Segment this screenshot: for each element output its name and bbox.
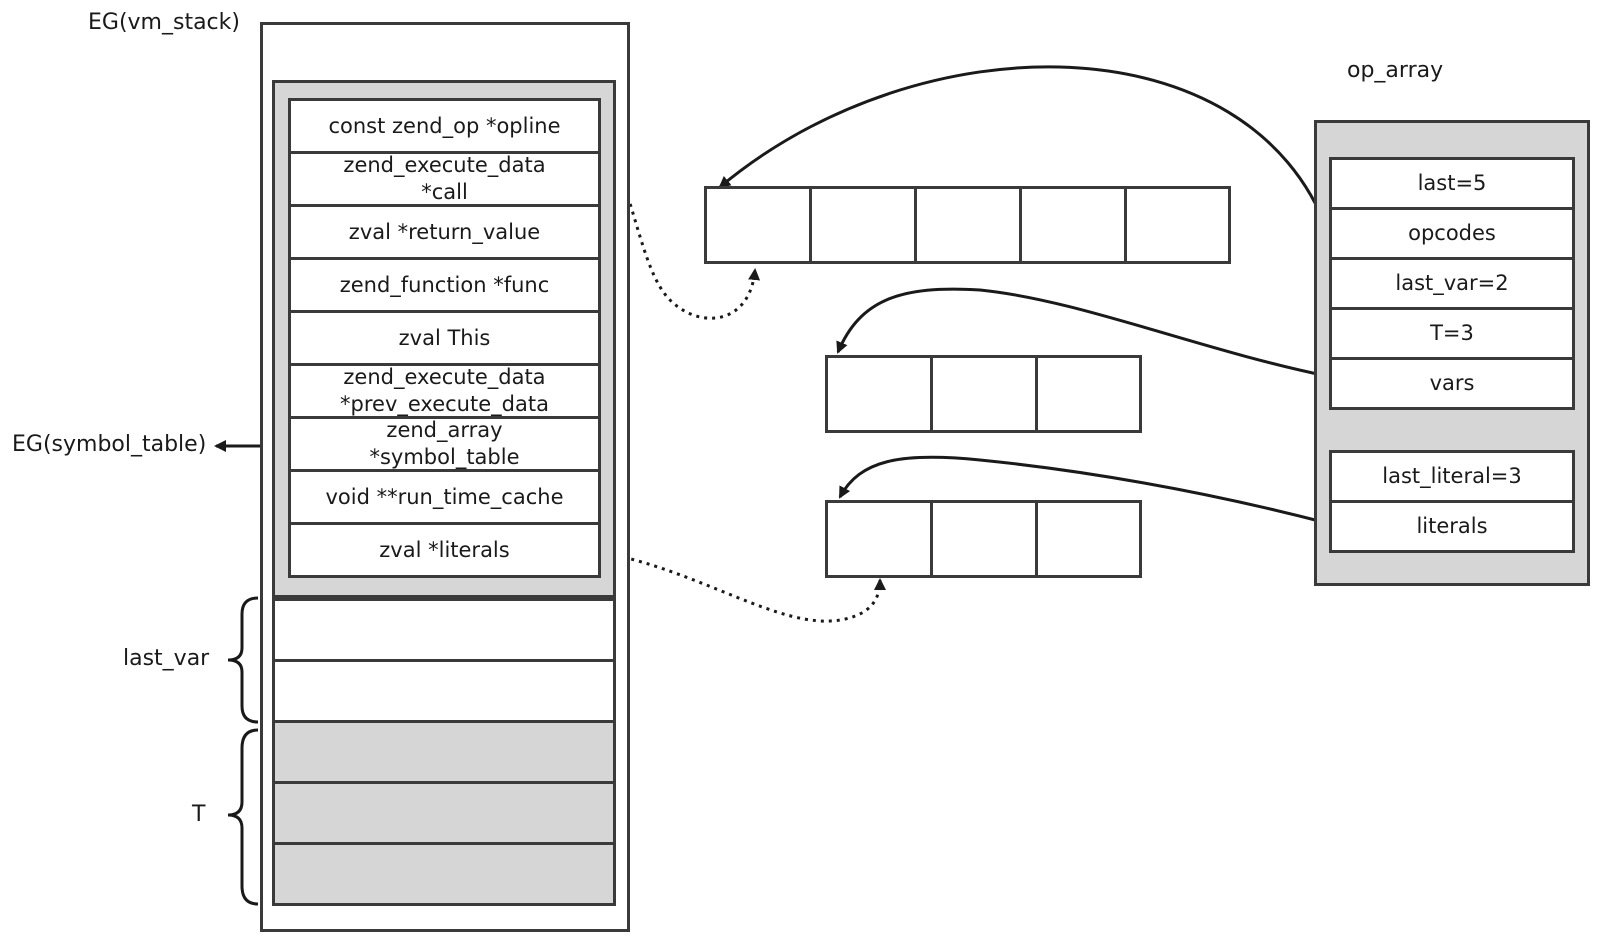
literals-array-cell (825, 500, 933, 578)
opline-dotted-arrow (598, 129, 761, 320)
op-array-label: op_array (1347, 58, 1444, 83)
field-run-time-cache: void **run_time_cache (288, 469, 601, 525)
op-array-field-literals: literals (1329, 500, 1575, 553)
field-this: zval This (288, 310, 601, 366)
opcodes-array-cell (1019, 186, 1127, 264)
field-literals: zval *literals (288, 522, 601, 578)
field-prev-execute-data: zend_execute_data *prev_execute_data (288, 363, 601, 419)
temp-slot (272, 842, 616, 906)
field-symbol-table: zend_array *symbol_table (288, 416, 601, 472)
last-var-label: last_var (123, 646, 210, 671)
vars-array-cell (930, 355, 1038, 433)
field-return-value: zval *return_value (288, 204, 601, 260)
last-var-slot (272, 659, 616, 723)
t-brace (227, 728, 259, 906)
temp-slot (272, 720, 616, 784)
field-func: zend_function *func (288, 257, 601, 313)
op-array-field-vars: vars (1329, 357, 1575, 410)
opcodes-array-cell (1124, 186, 1231, 264)
t-label: T (192, 802, 206, 827)
op-array-field-last-var: last_var=2 (1329, 257, 1575, 310)
opcodes-array-cell (914, 186, 1022, 264)
opcodes-array-cell (809, 186, 917, 264)
vars-array-cell (1035, 355, 1142, 433)
literals-array-cell (930, 500, 1038, 578)
field-opline: const zend_op *opline (288, 98, 601, 154)
symbol-table-label: EG(symbol_table) (12, 432, 207, 457)
vars-array-cell (825, 355, 933, 433)
last-var-brace (227, 596, 259, 724)
op-array-field-opcodes: opcodes (1329, 207, 1575, 260)
literals-array-cell (1035, 500, 1142, 578)
opcodes-array-cell (704, 186, 812, 264)
vars-pointer-arrow (836, 287, 1328, 378)
op-array-field-last: last=5 (1329, 157, 1575, 210)
field-call: zend_execute_data *call (288, 151, 601, 207)
vm-stack-label: EG(vm_stack) (88, 10, 240, 35)
temp-slot (272, 781, 616, 845)
last-var-slot (272, 598, 616, 662)
literals-dotted-arrow (599, 550, 886, 623)
op-array-field-last-literal: last_literal=3 (1329, 450, 1575, 503)
opcodes-pointer-arrow (718, 65, 1330, 233)
literals-pointer-arrow (838, 455, 1328, 525)
op-array-field-t: T=3 (1329, 307, 1575, 360)
